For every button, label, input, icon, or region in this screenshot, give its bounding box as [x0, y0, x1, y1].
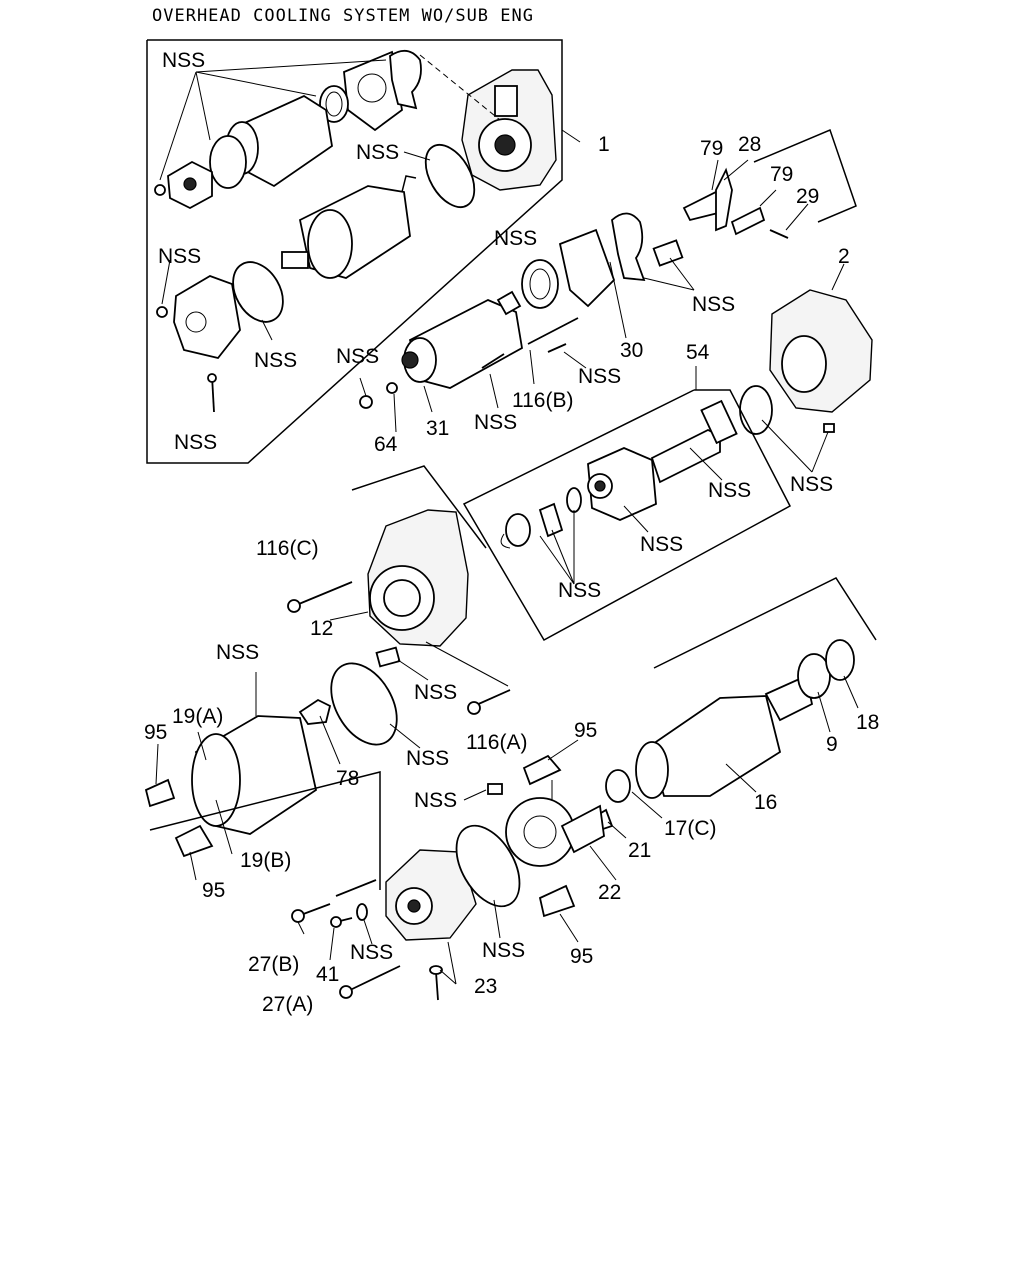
plunger-gear — [154, 160, 213, 210]
label-nss-screw: NSS — [414, 789, 458, 812]
label-29: 29 — [796, 185, 820, 208]
label-79a: 79 — [700, 137, 724, 160]
assembly-box-1 — [146, 39, 563, 464]
solenoid-cylinder — [209, 94, 333, 189]
label-27b: 27(B) — [248, 953, 300, 976]
label-nss-spring: NSS — [558, 579, 602, 602]
label-23: 23 — [474, 975, 498, 998]
label-16: 16 — [754, 791, 778, 814]
label-64: 64 — [374, 433, 398, 456]
field-coil-assembly — [281, 175, 417, 279]
label-19a: 19(A) — [172, 705, 224, 728]
label-9: 9 — [826, 733, 838, 756]
diagram-title: OVERHEAD COOLING SYSTEM WO/SUB ENG — [152, 6, 534, 26]
label-30: 30 — [620, 339, 644, 362]
gasket-plates — [319, 50, 422, 132]
label-nss-s1: NSS — [336, 345, 380, 368]
label-nss-s3: NSS — [474, 411, 518, 434]
solenoid-31 — [359, 290, 587, 433]
label-nss-frame: NSS — [216, 641, 260, 664]
label-22: 22 — [598, 881, 622, 904]
label-54: 54 — [686, 341, 710, 364]
label-116c: 116(C) — [256, 537, 319, 560]
label-21: 21 — [628, 839, 652, 862]
armature-box — [594, 577, 877, 839]
o-ring-end — [232, 261, 284, 323]
label-27a: 27(A) — [262, 993, 314, 1016]
label-nss-oring: NSS — [406, 747, 450, 770]
drive-housing-2 — [739, 263, 873, 473]
end-cap-part — [156, 275, 241, 360]
label-28: 28 — [738, 133, 762, 156]
label-nss-top: NSS — [162, 49, 206, 72]
label-79b: 79 — [770, 163, 794, 186]
label-95d: 95 — [570, 945, 594, 968]
label-nss-shaft: NSS — [708, 479, 752, 502]
brush-plate — [463, 739, 617, 943]
drive-frame-12 — [287, 465, 509, 687]
label-nss-gasket: NSS — [692, 293, 736, 316]
spring-gasket-group — [521, 212, 695, 339]
lever-assembly — [682, 128, 857, 239]
label-nss-washer: NSS — [350, 941, 394, 964]
label-19b: 19(B) — [240, 849, 292, 872]
label-1: 1 — [598, 133, 610, 156]
label-95b: 95 — [574, 719, 598, 742]
label-nss-pin: NSS — [414, 681, 458, 704]
label-18: 18 — [856, 711, 880, 734]
field-frame-assembly — [144, 662, 421, 890]
bolt-116a — [375, 646, 511, 715]
label-nss-left: NSS — [158, 245, 202, 268]
label-116b: 116(B) — [512, 389, 574, 412]
clutch-box-54 — [462, 366, 792, 642]
label-nss-right: NSS — [790, 473, 834, 496]
label-nss-s2: NSS — [578, 365, 622, 388]
label-nss-mid: NSS — [356, 141, 400, 164]
label-nss-bottom1: NSS — [174, 431, 218, 454]
label-116a: 116(A) — [466, 731, 528, 754]
label-nss-30: NSS — [494, 227, 538, 250]
label-31: 31 — [426, 417, 450, 440]
label-95a: 95 — [144, 721, 168, 744]
solenoid-housing-part — [461, 69, 557, 191]
leader-lines-box — [159, 54, 581, 341]
label-nss-left2: NSS — [254, 349, 298, 372]
label-95c: 95 — [202, 879, 226, 902]
commutator-end-frame — [291, 824, 521, 1001]
label-nss-clutch: NSS — [640, 533, 684, 556]
label-12: 12 — [310, 617, 334, 640]
o-ring-nss — [424, 144, 476, 208]
label-nss-oring2: NSS — [482, 939, 526, 962]
label-17c: 17(C) — [664, 817, 717, 840]
label-2: 2 — [838, 245, 850, 268]
label-78: 78 — [336, 767, 360, 790]
label-41: 41 — [316, 963, 340, 986]
